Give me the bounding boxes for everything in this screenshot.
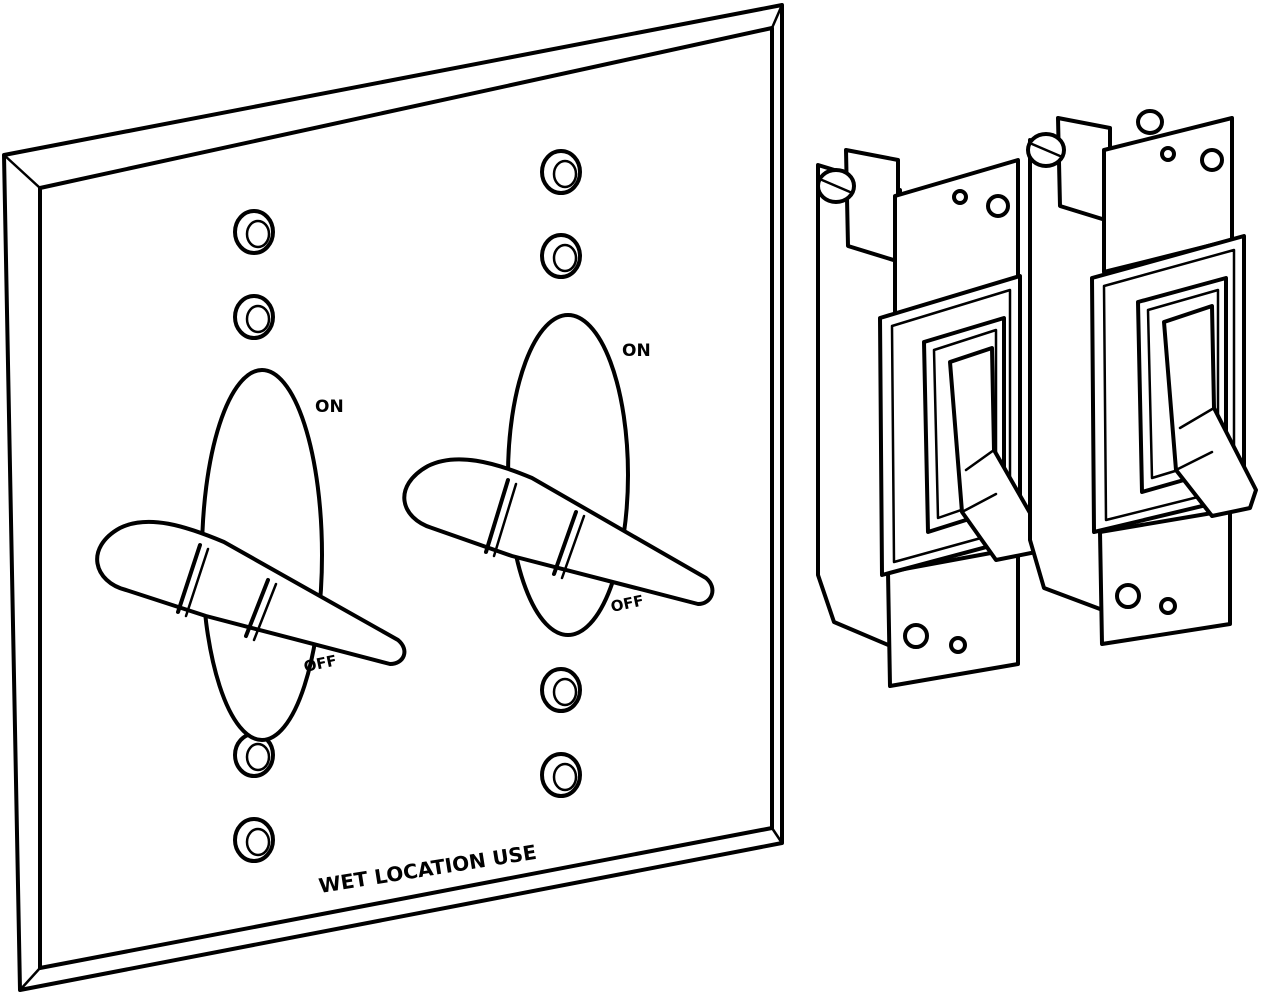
- screw-hole-icon: [540, 233, 582, 279]
- toggle-lever-icon[interactable]: [95, 519, 407, 666]
- wall-plate: [2, 3, 784, 992]
- right-toggle-lever[interactable]: [402, 457, 715, 606]
- switch-2-strap-bottom: [1098, 508, 1232, 646]
- screw-hole-icon: [540, 752, 582, 798]
- switch-1-strap-hole: [903, 623, 929, 649]
- switch-2-strap-hole: [1115, 583, 1141, 609]
- switch-1-strap-hole: [952, 189, 968, 205]
- toggle-switch-device-icon[interactable]: [816, 148, 1044, 688]
- switch-2-strap-hole: [1160, 146, 1176, 162]
- plate-outer-edge: [2, 3, 784, 992]
- switch-1-strap-hole: [986, 194, 1010, 218]
- switch-2-strap-hole: [1159, 597, 1177, 615]
- toggle-switch-device-icon[interactable]: [1026, 109, 1258, 646]
- left-switch-boss: ON OFF: [200, 368, 344, 742]
- left-toggle-lever[interactable]: [95, 519, 407, 666]
- screw-holes-right: [540, 149, 582, 798]
- screw-hole-icon: [233, 209, 275, 255]
- left-on-label: ON: [315, 397, 344, 417]
- switch-1-strap-bottom: [886, 546, 1020, 688]
- screw-hole-icon: [540, 149, 582, 195]
- screw-hole-icon: [233, 817, 275, 863]
- toggle-switch-device-2[interactable]: [1026, 109, 1258, 646]
- right-on-label: ON: [622, 341, 651, 361]
- toggle-lever-icon[interactable]: [402, 457, 715, 606]
- switch-2-strap-hole: [1200, 148, 1224, 172]
- switch-1-yoke-tab: [844, 148, 902, 264]
- switch-2-ground-screw: [1136, 109, 1164, 135]
- switch-1-strap-hole: [949, 636, 967, 654]
- screw-hole-icon: [540, 667, 582, 713]
- toggle-switch-device-1[interactable]: [816, 148, 1044, 688]
- screw-hole-icon: [233, 294, 275, 340]
